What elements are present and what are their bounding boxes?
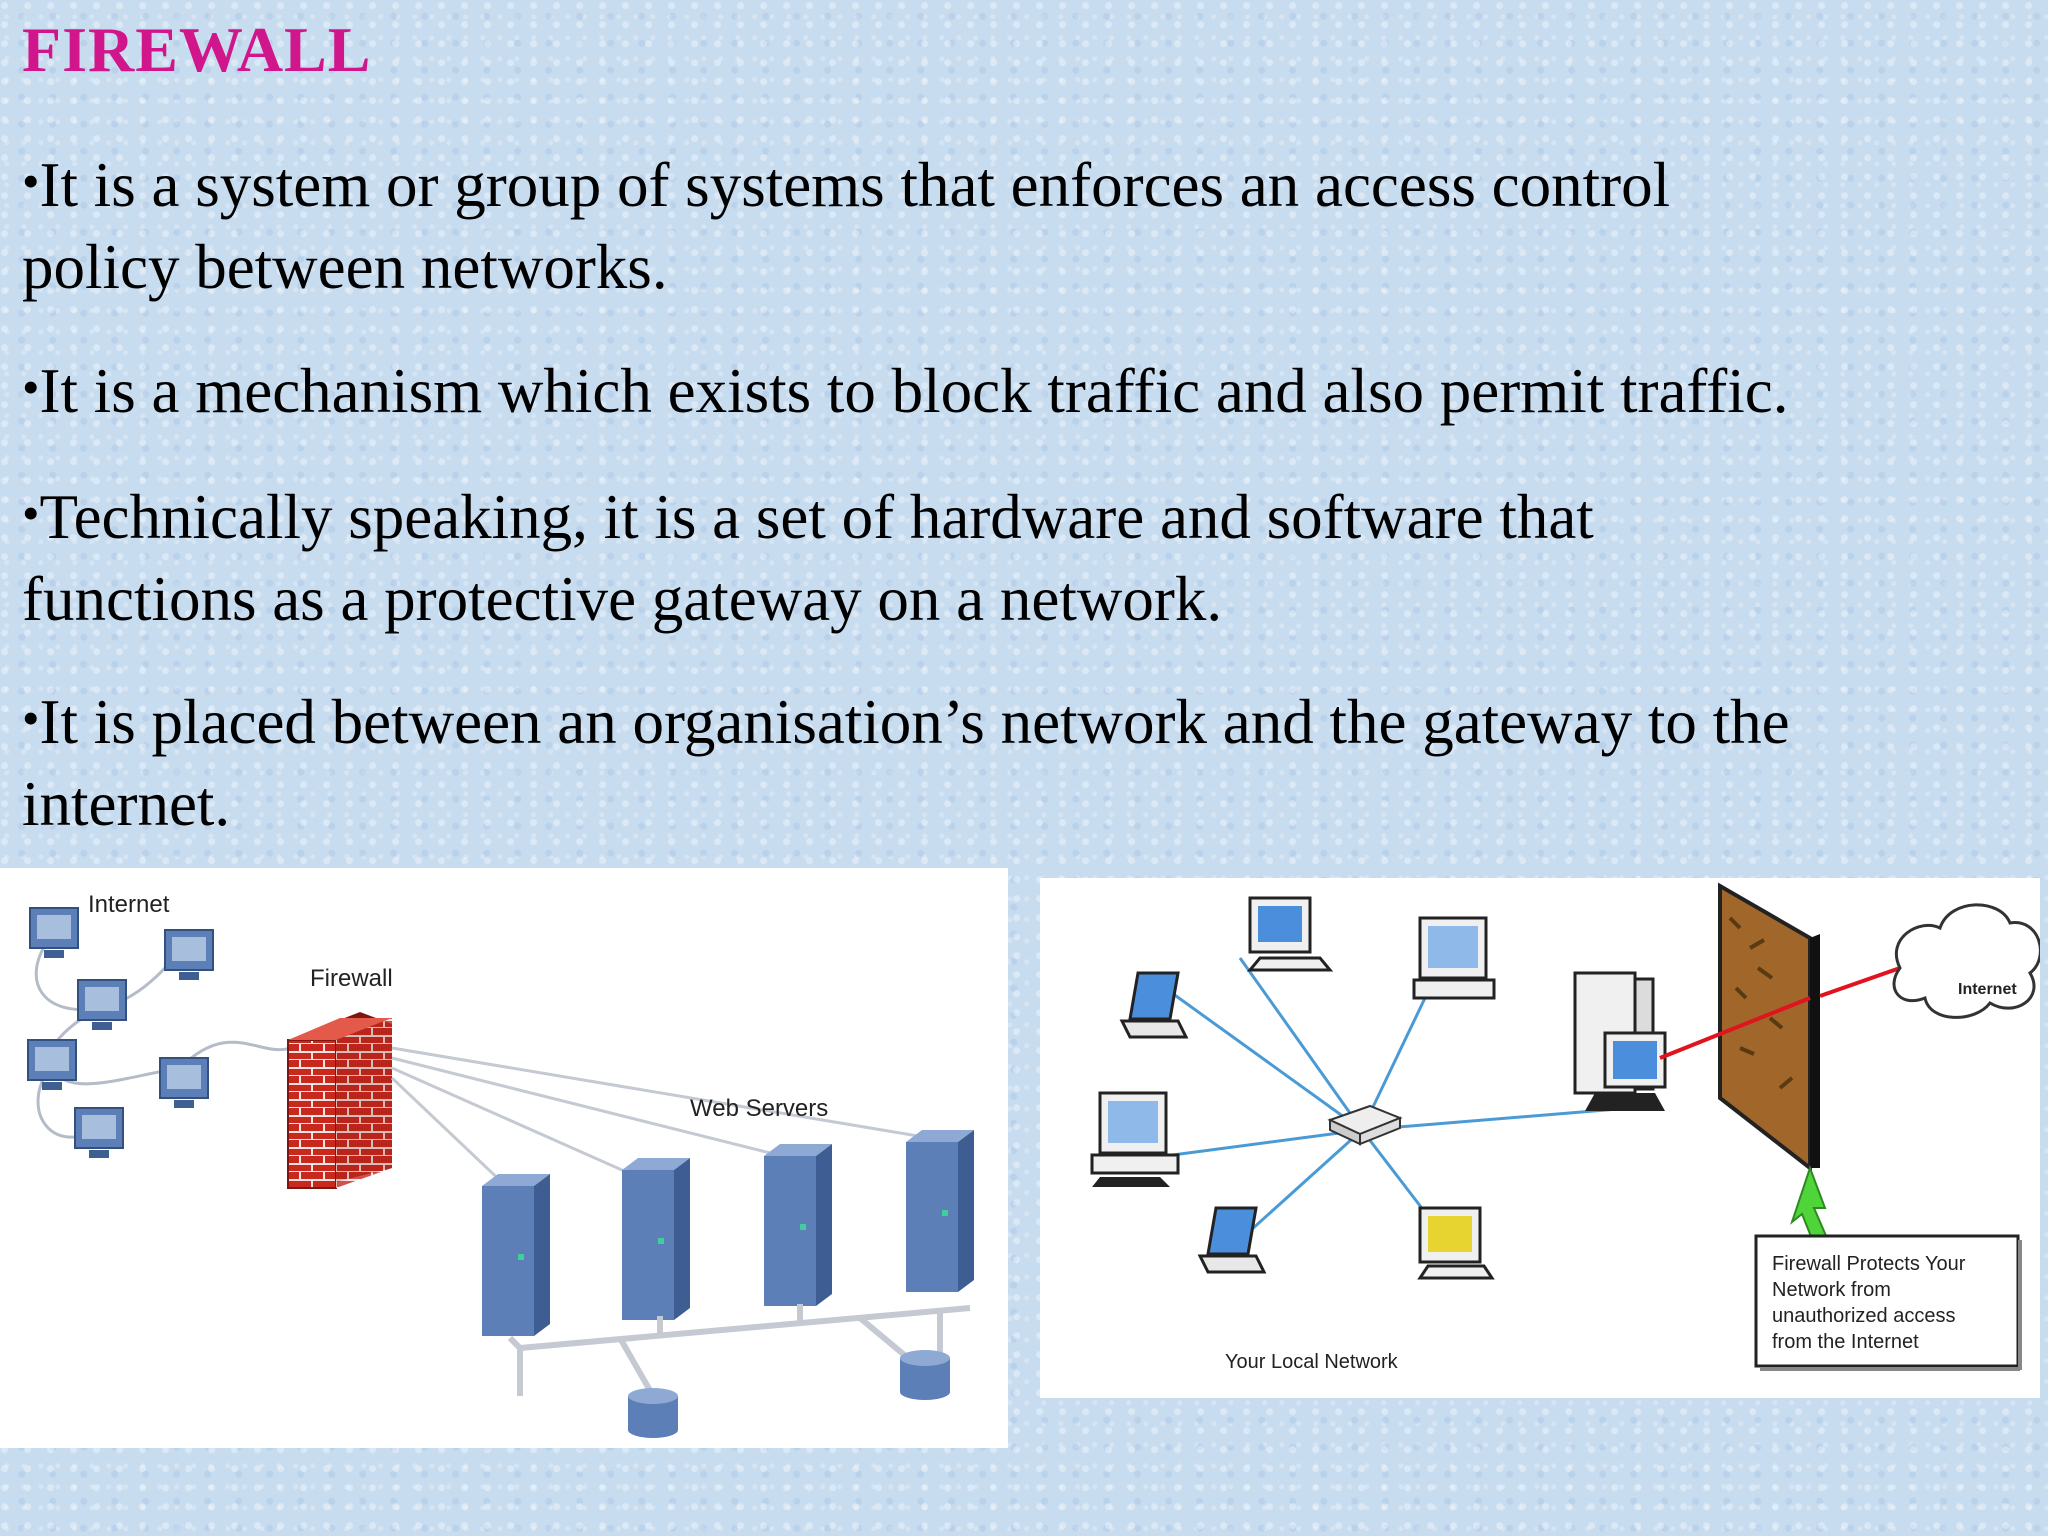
callout-line-2: Network from xyxy=(1772,1279,1891,1301)
web-servers xyxy=(482,1130,974,1336)
laptop-icon xyxy=(1197,1206,1267,1274)
callout-line-3: unauthorized access xyxy=(1772,1305,1955,1327)
bullet-3-line-2: functions as a protective gateway on a n… xyxy=(22,564,1223,634)
firewall-callout: Firewall Protects Your Network from unau… xyxy=(1754,1234,2022,1371)
bullet-2-line-1: It is a mechanism which exists to block … xyxy=(39,356,1789,426)
internet-pc-icon xyxy=(77,979,127,1030)
bullet-1-line-2: policy between networks. xyxy=(22,232,668,302)
internet-label: Internet xyxy=(88,891,170,918)
firewall-brick-wall-icon xyxy=(287,1012,392,1189)
bullet-3: •Technically speaking, it is a set of ha… xyxy=(22,472,2012,640)
storage-disk-icon xyxy=(900,1350,950,1400)
bullet-4-line-1: It is placed between an organisation’s n… xyxy=(39,687,1790,757)
firewall-wall-icon xyxy=(1718,882,1820,1173)
bullet-dot: • xyxy=(22,485,40,541)
gateway-server-icon xyxy=(1573,971,1667,1111)
bullet-dot: • xyxy=(22,690,40,746)
server-tower-icon xyxy=(622,1158,690,1320)
bullet-1: •It is a system or group of systems that… xyxy=(22,140,2012,308)
workstation-icon xyxy=(1090,1091,1180,1187)
callout-line-4: from the Internet xyxy=(1772,1331,1919,1353)
storage-disk-icon xyxy=(628,1388,678,1438)
internet-pc-icon xyxy=(164,929,214,980)
network-cables xyxy=(1149,957,1631,1260)
bullet-dot: • xyxy=(22,153,40,209)
internet-cloud-icon xyxy=(1892,903,2042,1019)
internet-pc-icon xyxy=(29,907,79,958)
internet-link-beam xyxy=(1819,966,1901,998)
server-tower-icon xyxy=(764,1144,832,1306)
workstation-icon xyxy=(1246,896,1334,972)
bullet-4: •It is placed between an organisation’s … xyxy=(22,677,2012,845)
local-network-firewall-diagram: Your Local Network Internet Firewall Pro… xyxy=(1040,878,2042,1398)
web-servers-label: Web Servers xyxy=(690,1095,828,1122)
slide-title: FIREWALL xyxy=(22,14,372,85)
laptop-icon xyxy=(1119,971,1189,1039)
callout-line-1: Firewall Protects Your xyxy=(1772,1253,1966,1275)
internet-cloud-label: Internet xyxy=(1958,981,2017,998)
bullet-1-line-1: It is a system or group of systems that … xyxy=(39,150,1671,220)
internet-computers xyxy=(27,907,214,1158)
bullet-4-line-2: internet. xyxy=(22,769,231,839)
workstation-icon xyxy=(1417,1206,1495,1280)
server-tower-icon xyxy=(906,1130,974,1292)
bullet-3-line-1: Technically speaking, it is a set of har… xyxy=(39,482,1594,552)
blocked-traffic-beam xyxy=(1659,996,1811,1060)
firewall-server-links xyxy=(390,1046,931,1190)
bullet-2: •It is a mechanism which exists to block… xyxy=(22,346,2012,432)
internet-pc-icon xyxy=(27,1039,77,1090)
workstation-icon xyxy=(1412,916,1496,1000)
local-network-label: Your Local Network xyxy=(1225,1351,1399,1373)
firewall-web-servers-svg: Internet Firewall Web Servers xyxy=(27,891,974,1438)
firewall-label: Firewall xyxy=(310,965,393,992)
bullet-dot: • xyxy=(22,359,40,415)
local-network-svg: Your Local Network Internet Firewall Pro… xyxy=(1090,882,2042,1373)
network-hub-icon xyxy=(1327,1104,1403,1146)
server-tower-icon xyxy=(482,1174,550,1336)
internet-pc-icon xyxy=(74,1107,124,1158)
internet-pc-icon xyxy=(159,1057,209,1108)
firewall-web-servers-diagram: Internet Firewall Web Servers xyxy=(0,868,1008,1448)
